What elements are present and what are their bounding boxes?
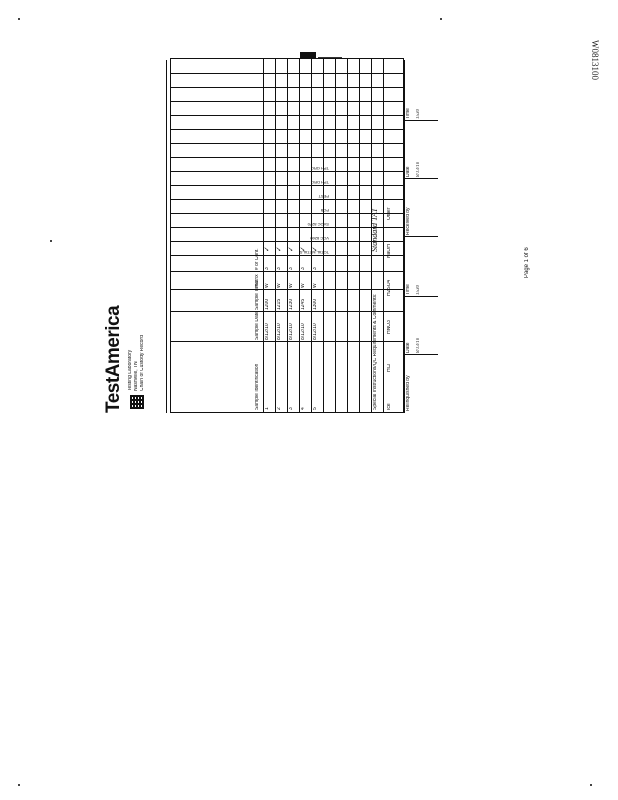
sample-count: 3 (313, 267, 319, 270)
footer-label: Received by (406, 207, 411, 235)
signature-block: Relinquished by Date Time Received by Da… (404, 60, 438, 413)
sample-time: 1200 (265, 298, 270, 310)
sample-date: 8/12/10 (289, 323, 294, 340)
sample-matrix: W (277, 283, 283, 288)
sample-time: 1245 (301, 298, 306, 310)
document-id: W0813100 (590, 40, 600, 80)
column-header: Sample Date (255, 311, 260, 340)
footer-label: Relinquished by (406, 375, 411, 411)
check-mark: ✓ (300, 246, 307, 252)
analysis-header: PEST (318, 194, 329, 198)
header-divider (166, 60, 167, 413)
sample-date: 8/12/10 (277, 323, 282, 340)
scan-speck (18, 784, 20, 786)
analysis-header: PCB (320, 208, 329, 212)
footer-handwritten: 1530 (416, 109, 421, 119)
rotated-form-region: TestAmerica Testing Laboratory Nashville… (103, 58, 438, 413)
sample-matrix: W (313, 283, 319, 288)
sample-time: 1300 (313, 298, 318, 310)
brand-logo: TestAmerica (103, 305, 124, 413)
header-block: Testing Laboratory Nashville, TN Chain o… (128, 271, 146, 391)
sample-time: 1230 (289, 298, 294, 310)
sample-matrix: W (265, 283, 271, 288)
sample-id: 2 (277, 407, 283, 410)
sample-count: 3 (301, 267, 307, 270)
footer-label: Time (406, 284, 411, 295)
preservation-item: Ice (387, 403, 392, 410)
analysis-header: TPH DRO (311, 180, 329, 184)
sample-id: 1 (265, 407, 271, 410)
analysis-header: VOC 8260 (310, 236, 329, 240)
column-header: Sample Identification (255, 363, 260, 410)
preservation-item: HCl (387, 363, 392, 372)
sample-matrix: W (289, 283, 295, 288)
sample-date: 8/12/10 (301, 323, 306, 340)
footer-handwritten: 8/13/10 (416, 337, 421, 353)
sample-count: 3 (265, 267, 271, 270)
check-mark: ✓ (264, 246, 271, 252)
sample-id: 4 (301, 407, 307, 410)
scan-speck (50, 240, 52, 242)
sample-id: 3 (289, 407, 295, 410)
preservation-item: H2SO4 (387, 279, 392, 296)
check-mark: ✓ (276, 246, 283, 252)
check-mark: ✓ (312, 246, 319, 252)
sample-count: 3 (277, 267, 283, 270)
footer-handwritten: 8/13/10 (416, 161, 421, 177)
footer-label: Date (406, 342, 411, 353)
sample-id: 5 (313, 407, 319, 410)
scan-speck (18, 18, 20, 20)
footer-handwritten: 1530 (416, 285, 421, 295)
preservation-item: NaOH (387, 244, 392, 258)
analysis-header: SVOC 8270 (307, 222, 329, 226)
comments-handwritten: Standard TAT (371, 208, 379, 252)
footer-label: Date (406, 166, 411, 177)
sample-date: 8/12/10 (313, 323, 318, 340)
barcode-icon (130, 395, 144, 409)
page-label: Page 1 of 6 (524, 247, 530, 278)
header-line: Chain of Custody Record (140, 335, 145, 391)
footer-label: Time (406, 108, 411, 119)
notes-label: Special Instructions/QC Requirements & C… (373, 293, 378, 410)
sample-matrix: W (301, 283, 307, 288)
sample-table: Sample Identification Sample Date Sample… (170, 58, 404, 413)
top-mark (300, 52, 316, 58)
sample-count: 3 (289, 267, 295, 270)
preservation-item: HNO3 (387, 320, 392, 334)
scan-speck (590, 784, 592, 786)
top-mark-line (318, 57, 342, 58)
sample-date: 8/12/10 (265, 323, 270, 340)
scan-speck (440, 18, 442, 20)
chain-of-custody-form: TestAmerica Testing Laboratory Nashville… (103, 58, 438, 413)
analysis-header: TPH GRO (310, 166, 329, 170)
check-mark: ✓ (288, 246, 295, 252)
sample-time: 1215 (277, 298, 282, 310)
preservation-item: Other (387, 207, 392, 220)
column-header: Matrix (255, 274, 260, 288)
